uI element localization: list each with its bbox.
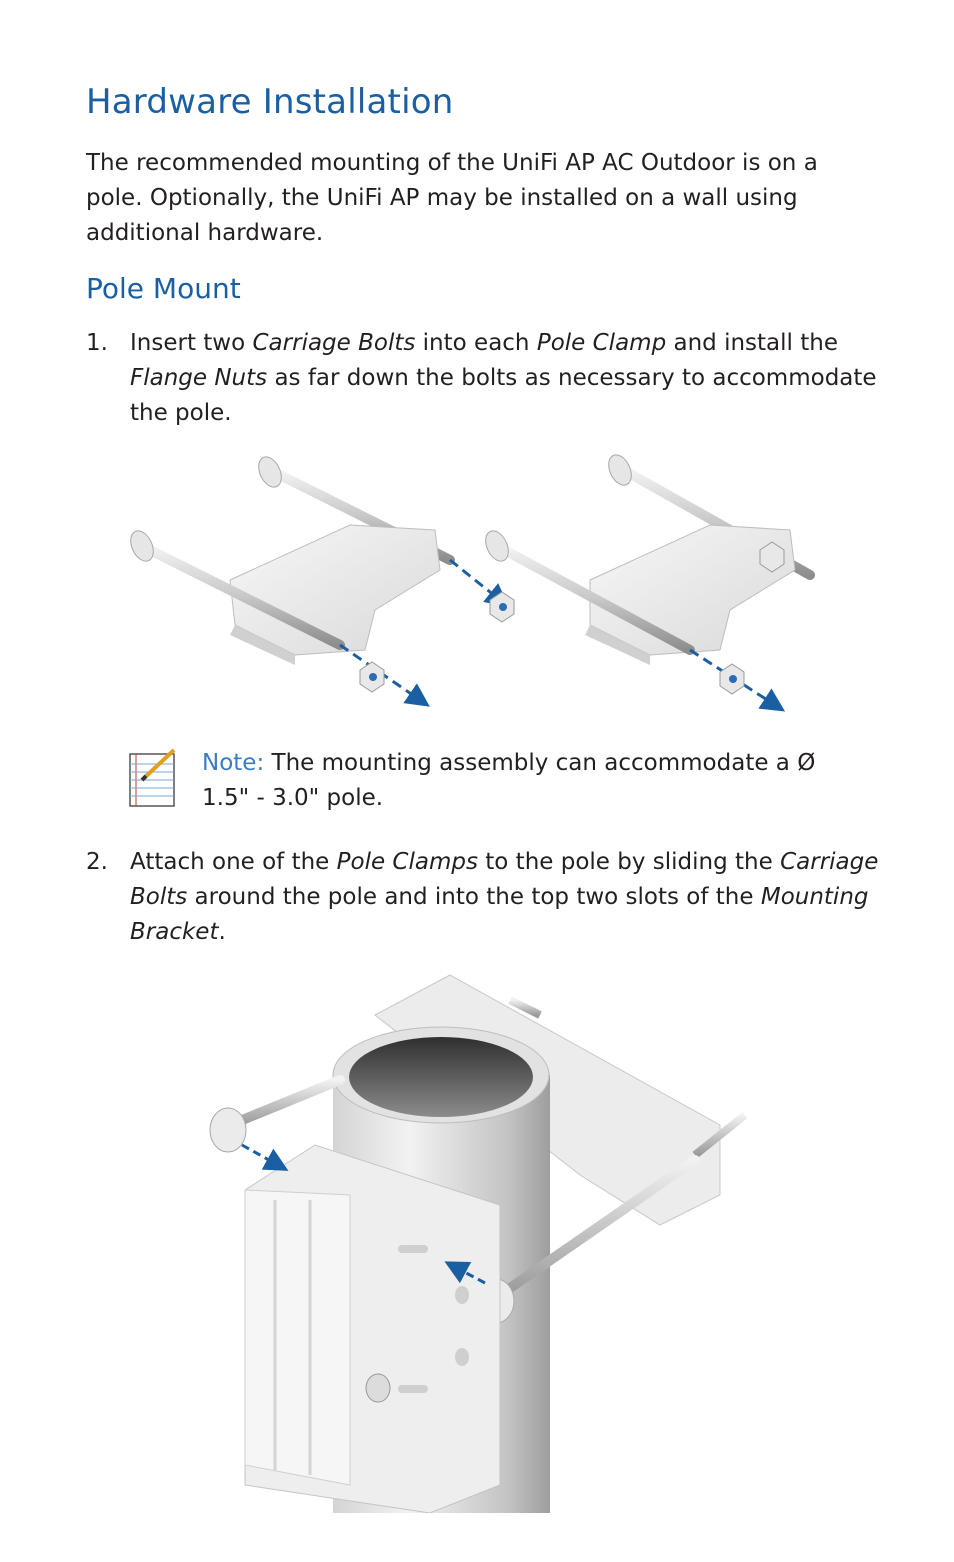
pole-clamp-right: [485, 454, 815, 712]
intro-paragraph: The recommended mounting of the UniFi AP…: [86, 150, 818, 246]
note-pad-icon: [129, 748, 176, 807]
step-number: 2.: [86, 849, 108, 875]
pole-bracket-illustration: [209, 974, 748, 1513]
pole-clamp-assembly-illustration: [130, 454, 815, 712]
mounting-bracket: [244, 1144, 501, 1513]
pole-clamp-left: [130, 456, 515, 707]
section-title: Pole Mount: [86, 272, 241, 305]
step-text: Insert two Carriage Bolts into each Pole…: [130, 330, 877, 426]
note-label: Note:: [202, 750, 265, 776]
page-title: Hardware Installation: [86, 82, 454, 122]
note-text: Note: The mounting assembly can accommod…: [202, 750, 816, 811]
step-text: Attach one of the Pole Clamps to the pol…: [130, 849, 879, 945]
step-number: 1.: [86, 330, 108, 356]
